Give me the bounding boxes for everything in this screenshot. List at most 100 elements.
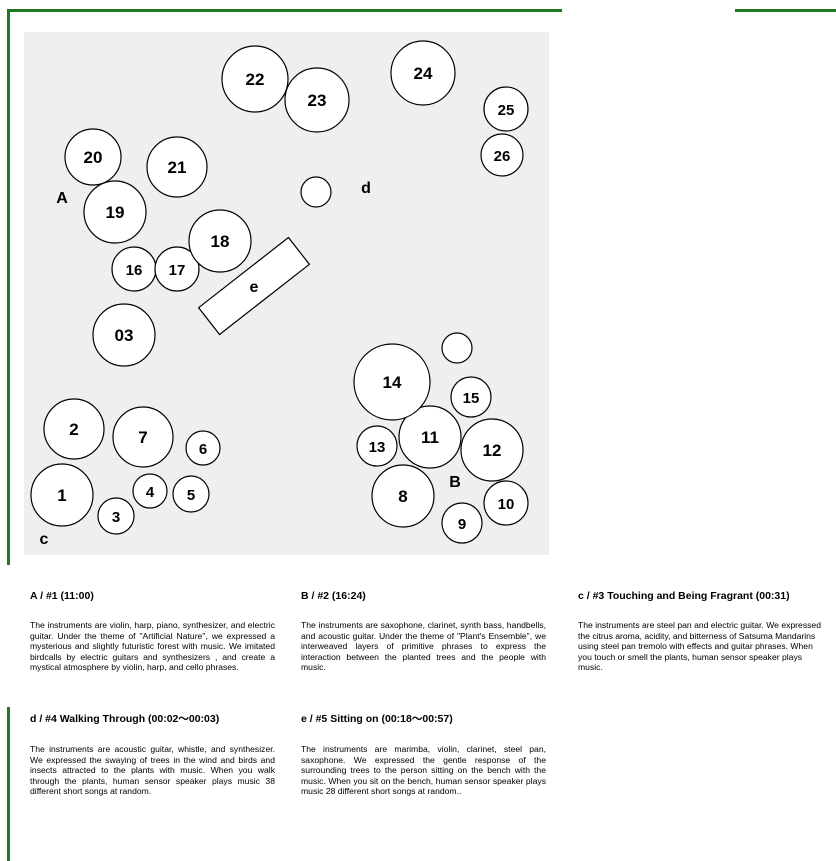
speaker-number: 26	[494, 148, 511, 165]
section-c: c / #3 Touching and Being Fragrant (00:3…	[578, 590, 824, 673]
section-d-body: The instruments are acoustic guitar, whi…	[30, 744, 275, 797]
bench[interactable]: e	[197, 236, 311, 336]
speaker-25[interactable]: 25	[483, 86, 529, 132]
speaker-circle	[284, 67, 350, 133]
section-e-body: The instruments are marimba, violin, cla…	[301, 744, 546, 797]
speaker-3[interactable]: 3	[97, 497, 135, 535]
speaker-circle	[441, 502, 483, 544]
section-a: A / #1 (11:00) The instruments are violi…	[30, 590, 275, 673]
speaker-number: 5	[187, 487, 195, 504]
speaker-number: 1	[57, 486, 66, 505]
speaker-circle	[172, 475, 210, 513]
speaker-number: 12	[483, 441, 502, 460]
speaker-circle	[483, 480, 529, 526]
area-label-c: c	[40, 531, 49, 548]
section-a-heading: A / #1 (11:00)	[30, 590, 94, 602]
speaker-circle	[97, 497, 135, 535]
speaker-number: 2	[69, 420, 78, 439]
area-label-a: A	[56, 190, 68, 207]
speaker-13[interactable]: 13	[356, 425, 398, 467]
speaker-6[interactable]: 6	[185, 430, 221, 466]
speaker-17[interactable]: 17	[154, 246, 200, 292]
speaker-number: 23	[308, 91, 327, 110]
speaker-circle	[92, 303, 156, 367]
section-d-heading: d / #4 Walking Through (00:02〜00:03)	[30, 713, 220, 725]
speaker-number: 18	[211, 232, 230, 251]
speaker-circle	[390, 40, 456, 106]
sensor-speaker-unlabeled[interactable]	[300, 176, 332, 208]
speaker-circle	[112, 406, 174, 468]
speaker-10[interactable]: 10	[483, 480, 529, 526]
speaker-circle	[185, 430, 221, 466]
speaker-circle	[480, 133, 524, 177]
speaker-03[interactable]: 03	[92, 303, 156, 367]
section-b-body: The instruments are saxophone, clarinet,…	[301, 620, 546, 673]
speaker-circle	[398, 405, 462, 469]
speaker-number: 8	[398, 487, 407, 506]
frame-line-left	[7, 9, 10, 565]
speaker-22[interactable]: 22	[221, 45, 289, 113]
speaker-7[interactable]: 7	[112, 406, 174, 468]
frame-line-top	[7, 9, 562, 12]
speaker-circle	[441, 332, 473, 364]
speaker-number: 22	[246, 70, 265, 89]
speaker-circle	[188, 209, 252, 273]
speaker-circle	[43, 398, 105, 460]
speaker-number: 03	[115, 326, 134, 345]
section-e-heading: e / #5 Sitting on (00:18〜00:57)	[301, 713, 453, 725]
speaker-number: 17	[169, 262, 186, 279]
speaker-23[interactable]: 23	[284, 67, 350, 133]
section-c-heading: c / #3 Touching and Being Fragrant (00:3…	[578, 590, 790, 602]
speaker-11[interactable]: 11	[398, 405, 462, 469]
section-b-heading: B / #2 (16:24)	[301, 590, 366, 602]
speaker-circle	[356, 425, 398, 467]
section-e: e / #5 Sitting on (00:18〜00:57) The inst…	[301, 711, 546, 797]
plan-background	[24, 32, 549, 555]
speaker-circle	[300, 176, 332, 208]
speaker-15[interactable]: 15	[450, 376, 492, 418]
speaker-20[interactable]: 20	[64, 128, 122, 186]
sensor-speaker-unlabeled[interactable]	[441, 332, 473, 364]
speaker-circle	[371, 464, 435, 528]
speaker-number: 9	[458, 516, 466, 533]
bench-label: e	[250, 279, 259, 296]
speaker-circle	[64, 128, 122, 186]
speaker-26[interactable]: 26	[480, 133, 524, 177]
frame-line-top-right	[735, 9, 836, 12]
frame-line-left-lower	[7, 707, 10, 861]
speaker-number: 20	[84, 148, 103, 167]
speaker-4[interactable]: 4	[132, 473, 168, 509]
speaker-24[interactable]: 24	[390, 40, 456, 106]
speaker-circle	[450, 376, 492, 418]
speaker-12[interactable]: 12	[460, 418, 524, 482]
speaker-number: 15	[463, 390, 480, 407]
speaker-16[interactable]: 16	[111, 246, 157, 292]
speaker-number: 11	[421, 428, 439, 447]
speaker-number: 13	[369, 439, 386, 456]
speaker-number: 10	[498, 496, 515, 513]
speaker-circle	[132, 473, 168, 509]
speaker-circle	[353, 343, 431, 421]
section-a-body: The instruments are violin, harp, piano,…	[30, 620, 275, 673]
speaker-number: 7	[138, 428, 147, 447]
speaker-circle	[154, 246, 200, 292]
speaker-18[interactable]: 18	[188, 209, 252, 273]
bench-shape	[197, 236, 311, 336]
speaker-2[interactable]: 2	[43, 398, 105, 460]
speaker-number: 4	[146, 484, 155, 501]
speaker-number: 25	[498, 102, 515, 119]
area-label-b: B	[449, 474, 461, 491]
speaker-14[interactable]: 14	[353, 343, 431, 421]
speaker-number: 6	[199, 441, 207, 458]
section-c-body: The instruments are steel pan and electr…	[578, 620, 821, 673]
speaker-number: 19	[106, 203, 125, 222]
speaker-5[interactable]: 5	[172, 475, 210, 513]
speaker-number: 16	[126, 262, 143, 279]
speaker-8[interactable]: 8	[371, 464, 435, 528]
section-d: d / #4 Walking Through (00:02〜00:03) The…	[30, 711, 275, 797]
speaker-19[interactable]: 19	[83, 180, 147, 244]
speaker-1[interactable]: 1	[30, 463, 94, 527]
speaker-9[interactable]: 9	[441, 502, 483, 544]
speaker-21[interactable]: 21	[146, 136, 208, 198]
